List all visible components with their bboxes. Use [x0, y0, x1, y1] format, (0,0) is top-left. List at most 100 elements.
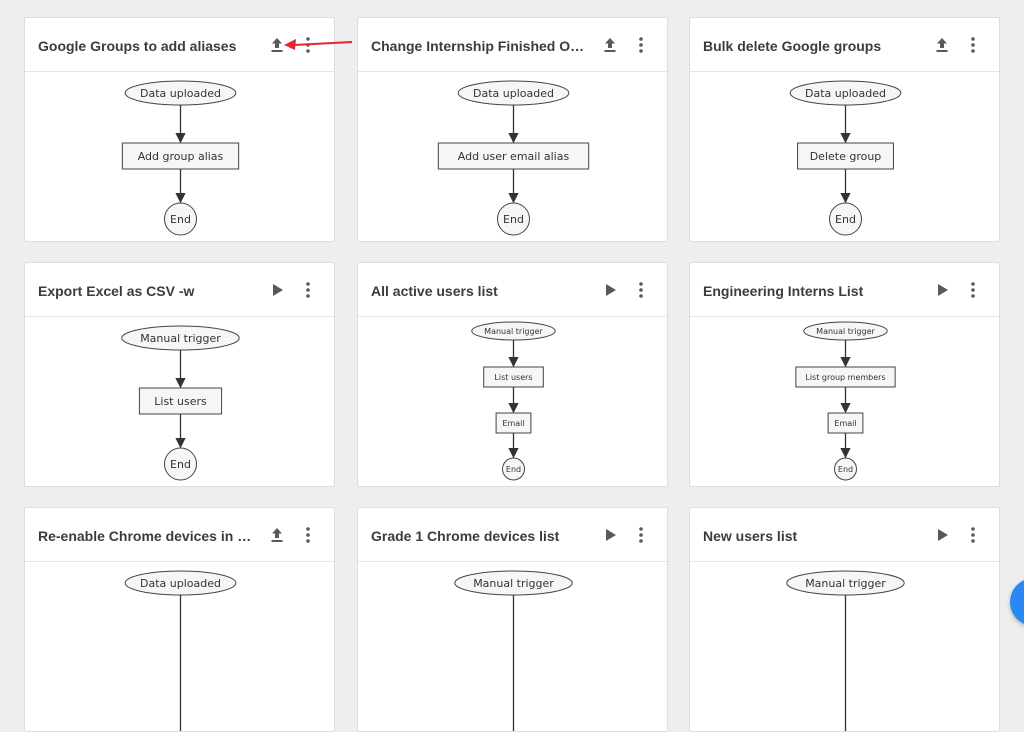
node-label: Add group alias — [138, 150, 224, 163]
card-title[interactable]: Bulk delete Google groups — [703, 38, 882, 54]
play-icon — [606, 284, 616, 296]
upload-button[interactable] — [265, 523, 289, 547]
more-options-button[interactable] — [629, 278, 653, 302]
trigger-node: Manual trigger — [471, 321, 556, 341]
card-header: Export Excel as CSV -w — [25, 263, 334, 317]
node-label: Manual trigger — [816, 327, 875, 336]
fab-button[interactable] — [1010, 578, 1024, 626]
node-label: List group members — [805, 373, 885, 382]
card-header: Engineering Interns List — [690, 263, 999, 317]
upload-button[interactable] — [265, 33, 289, 57]
more-vert-icon — [639, 282, 643, 298]
more-vert-icon — [971, 527, 975, 543]
upload-icon — [604, 38, 616, 52]
node-label: End — [170, 213, 191, 226]
node-label: End — [503, 213, 524, 226]
more-vert-icon — [639, 527, 643, 543]
end-node: End — [164, 202, 197, 236]
more-options-button[interactable] — [296, 278, 320, 302]
upload-button[interactable] — [598, 33, 622, 57]
more-options-button[interactable] — [629, 523, 653, 547]
card-title[interactable]: Google Groups to add aliases — [38, 38, 237, 54]
end-node: End — [497, 202, 530, 236]
more-vert-icon — [306, 282, 310, 298]
node-label: Data uploaded — [473, 87, 554, 100]
node-label: List users — [494, 373, 532, 382]
card-title[interactable]: Change Internship Finished OU- u... — [371, 38, 593, 54]
red-pointer-arrow-icon — [284, 39, 353, 50]
step-node: Delete group — [797, 142, 894, 170]
trigger-node: Data uploaded — [789, 80, 902, 106]
upload-button[interactable] — [930, 33, 954, 57]
trigger-node: Manual trigger — [786, 570, 905, 596]
more-vert-icon — [639, 37, 643, 53]
workflow-diagram: Manual trigger — [358, 562, 667, 731]
card-title[interactable]: Engineering Interns List — [703, 283, 864, 299]
node-label: Data uploaded — [140, 87, 221, 100]
more-options-button[interactable] — [296, 523, 320, 547]
run-button[interactable] — [598, 523, 622, 547]
more-options-button[interactable] — [961, 33, 985, 57]
trigger-node: Data uploaded — [124, 570, 237, 596]
node-label: Delete group — [810, 150, 882, 163]
more-vert-icon — [306, 37, 310, 53]
upload-icon — [936, 38, 948, 52]
card-title[interactable]: All active users list — [371, 283, 498, 299]
step-node: Email — [495, 412, 532, 434]
node-label: Manual trigger — [805, 577, 886, 590]
more-vert-icon — [306, 527, 310, 543]
end-node: End — [834, 457, 857, 481]
play-icon — [938, 529, 948, 541]
more-options-button[interactable] — [961, 278, 985, 302]
more-options-button[interactable] — [629, 33, 653, 57]
card-header: All active users list — [358, 263, 667, 317]
trigger-node: Data uploaded — [457, 80, 570, 106]
card-title[interactable]: Grade 1 Chrome devices list — [371, 528, 560, 544]
trigger-node: Manual trigger — [803, 321, 888, 341]
run-button[interactable] — [930, 523, 954, 547]
more-options-button[interactable] — [296, 33, 320, 57]
play-icon — [938, 284, 948, 296]
play-icon — [606, 529, 616, 541]
card-title[interactable]: Export Excel as CSV -w — [38, 283, 195, 299]
step-node: List users — [138, 387, 223, 415]
card-header: Google Groups to add aliases — [25, 18, 334, 72]
run-button[interactable] — [265, 278, 289, 302]
node-label: Manual trigger — [484, 327, 543, 336]
node-label: List users — [154, 395, 207, 408]
run-button[interactable] — [930, 278, 954, 302]
node-label: End — [170, 458, 191, 471]
more-options-button[interactable] — [961, 523, 985, 547]
card-title[interactable]: New users list — [703, 528, 798, 544]
card-header: Grade 1 Chrome devices list — [358, 508, 667, 562]
end-node: End — [164, 447, 197, 481]
node-label: End — [838, 465, 853, 474]
workflow-card[interactable]: Change Internship Finished OU- u... Data … — [357, 17, 668, 242]
node-label: Data uploaded — [805, 87, 886, 100]
run-button[interactable] — [598, 278, 622, 302]
end-node: End — [502, 457, 525, 481]
step-node: Add group alias — [121, 142, 240, 170]
upload-icon — [271, 38, 283, 52]
more-vert-icon — [971, 282, 975, 298]
node-label: Add user email alias — [458, 150, 570, 163]
trigger-node: Data uploaded — [124, 80, 237, 106]
node-label: End — [835, 213, 856, 226]
node-label: Email — [834, 419, 856, 428]
card-header: Re-enable Chrome devices in Gra... — [25, 508, 334, 562]
card-title[interactable]: Re-enable Chrome devices in Gra... — [38, 528, 260, 544]
play-icon — [273, 284, 283, 296]
card-header: Bulk delete Google groups — [690, 18, 999, 72]
